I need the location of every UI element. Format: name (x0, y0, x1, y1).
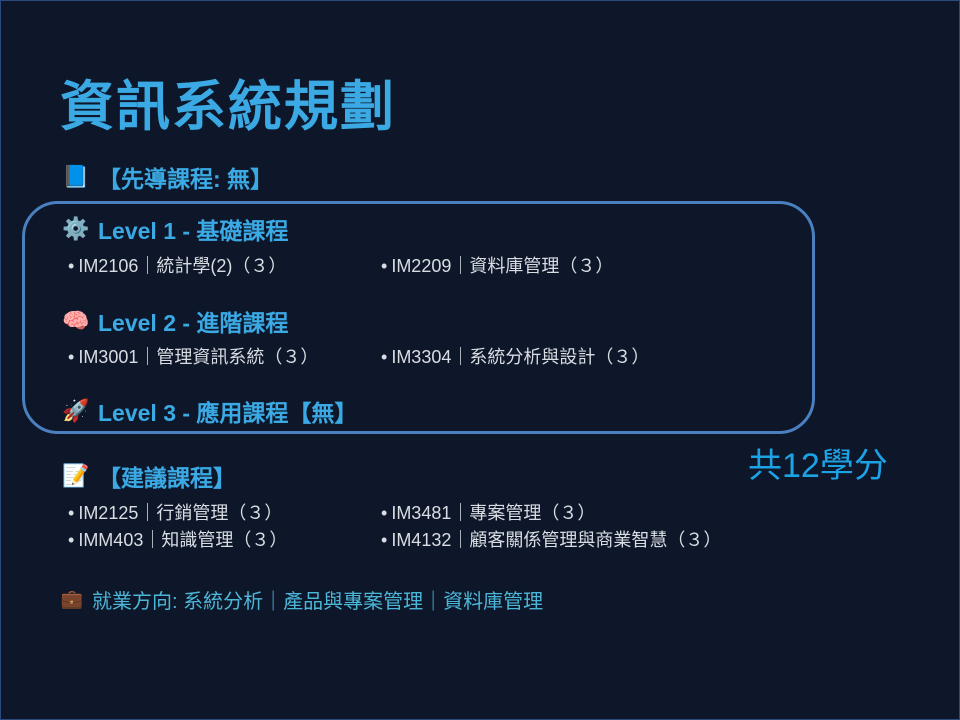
course-item: •IM2125｜行銷管理（３） (68, 503, 283, 523)
memo-icon: 📝 (62, 463, 90, 488)
gear-icon: ⚙️ (62, 216, 90, 241)
rocket-icon: 🚀 (62, 398, 90, 423)
level-2-heading: 🧠 Level 2 - 進階課程 (62, 308, 289, 336)
course-item: •IM4132｜顧客關係管理與商業智慧（３） (381, 530, 722, 550)
briefcase-icon: 💼 (60, 589, 84, 609)
course-item: •IM2209｜資料庫管理（３） (381, 256, 614, 276)
course-item: •IM2106｜統計學(2)（３） (68, 256, 287, 276)
levels-box (22, 201, 815, 434)
suggested-heading: 📝 【建議課程】 (62, 463, 236, 491)
book-icon: 📘 (62, 164, 90, 189)
course-item: •IM3001｜管理資訊系統（３） (68, 347, 319, 367)
career-direction: 💼 就業方向: 系統分析｜產品與專案管理｜資料庫管理 (60, 589, 544, 613)
course-item: •IM3481｜專案管理（３） (381, 503, 596, 523)
total-credits: 共12學分 (748, 447, 888, 485)
prerequisite-heading: 📘 【先導課程: 無】 (62, 164, 274, 192)
level-1-heading: ⚙️ Level 1 - 基礎課程 (62, 216, 289, 244)
course-item: •IMM403｜知識管理（３） (68, 530, 288, 550)
course-item: •IM3304｜系統分析與設計（３） (381, 347, 650, 367)
brain-icon: 🧠 (62, 308, 90, 333)
page-title: 資訊系統規劃 (60, 77, 396, 137)
level-3-heading: 🚀 Level 3 - 應用課程【無】 (62, 398, 358, 426)
